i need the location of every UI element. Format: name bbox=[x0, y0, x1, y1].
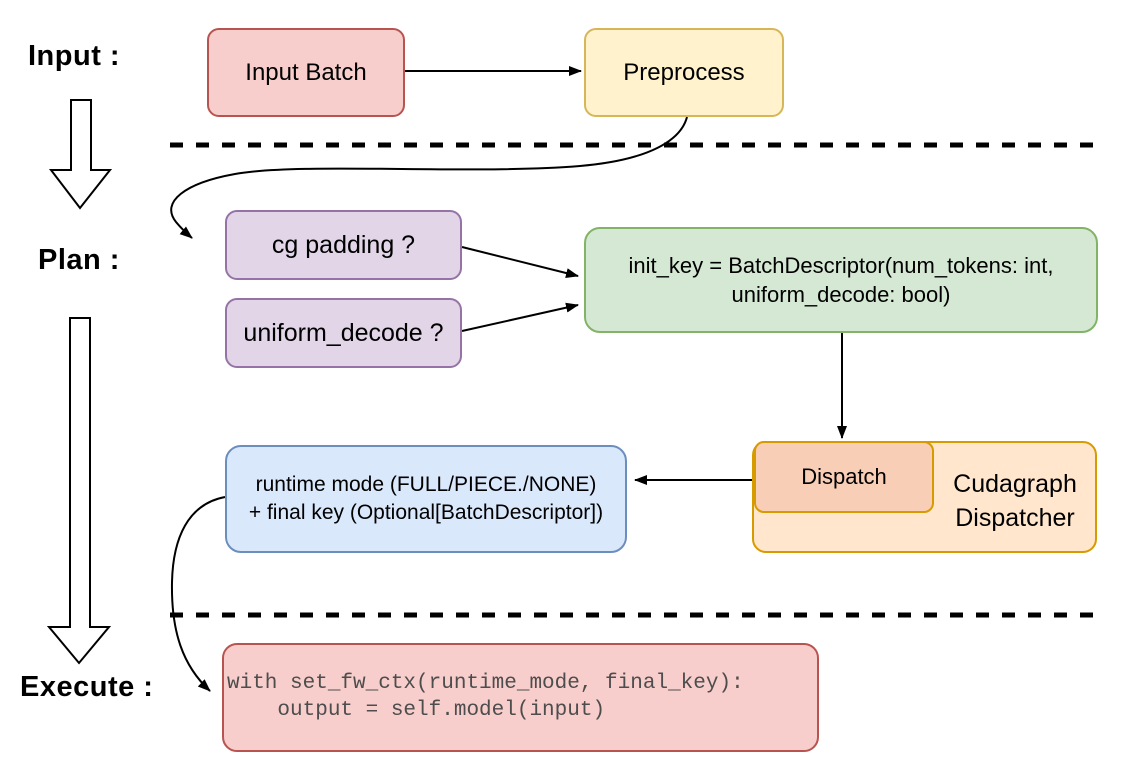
edge-runtimemode-executecode bbox=[170, 496, 226, 692]
node-uniform-decode-label: uniform_decode ? bbox=[243, 318, 444, 347]
node-init-key-line1: init_key = BatchDescriptor(num_tokens: i… bbox=[628, 252, 1054, 278]
section-label-plan: Plan : bbox=[38, 244, 120, 276]
cudagraph-label-line2: Dispatcher bbox=[955, 503, 1075, 532]
edge-uniformdecode-initkey bbox=[461, 302, 579, 332]
node-preprocess: Preprocess bbox=[584, 28, 784, 117]
section-label-execute: Execute : bbox=[20, 671, 154, 703]
edge-cgpadding-initkey bbox=[461, 246, 579, 278]
node-dispatch-label: Dispatch bbox=[801, 464, 887, 490]
node-cudagraph-dispatcher-label: Cudagraph Dispatcher bbox=[935, 468, 1095, 536]
hollow-arrow-input-to-plan bbox=[48, 99, 113, 210]
section-label-input: Input : bbox=[28, 40, 121, 72]
node-execute-code: with set_fw_ctx(runtime_mode, final_key)… bbox=[222, 643, 819, 752]
node-runtime-mode-line1: runtime mode (FULL/PIECE./NONE) bbox=[255, 473, 597, 497]
cudagraph-label-line1: Cudagraph bbox=[953, 470, 1077, 498]
node-cg-padding-label: cg padding ? bbox=[271, 230, 416, 259]
node-runtime-mode-line2: + final key (Optional[BatchDescriptor]) bbox=[248, 501, 604, 524]
node-cg-padding: cg padding ? bbox=[225, 210, 462, 280]
node-uniform-decode: uniform_decode ? bbox=[225, 298, 462, 368]
node-preprocess-label: Preprocess bbox=[623, 58, 745, 86]
node-runtime-mode: runtime mode (FULL/PIECE./NONE) + final … bbox=[225, 445, 627, 553]
execute-code-line2: output = self.model(input) bbox=[227, 698, 606, 722]
node-dispatch: Dispatch bbox=[754, 441, 934, 513]
hollow-arrow-plan-to-execute bbox=[46, 317, 112, 665]
node-input-batch-label: Input Batch bbox=[245, 58, 367, 86]
node-init-key: init_key = BatchDescriptor(num_tokens: i… bbox=[584, 227, 1098, 333]
execute-code-line1: with set_fw_ctx(runtime_mode, final_key)… bbox=[227, 672, 744, 696]
node-input-batch: Input Batch bbox=[207, 28, 405, 117]
node-init-key-line2: uniform_decode: bool) bbox=[731, 282, 951, 307]
